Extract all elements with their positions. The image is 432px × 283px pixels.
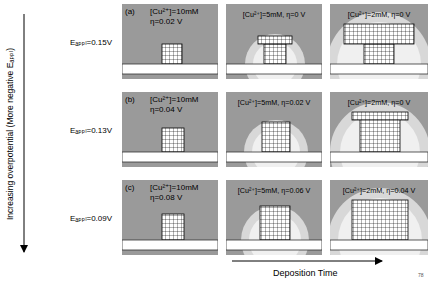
condition-text: [Cu²⁺]=10mM [150,183,198,193]
panel-letter: (a) [125,7,135,17]
deposition-panel: [Cu²⁺]=5mM, η=0 V [226,4,322,79]
overpotential-axis-label: Increasing overpotential (More negative … [5,9,15,259]
deposition-panel: [Cu²⁺]=5mM, η=0.06 V [226,180,322,255]
deposition-panel: [Cu²⁺]=5mM, η=0.02 V [226,92,322,167]
condition-text: [Cu²⁺]=5mM, η=0 V [226,10,322,20]
panel-letter: (c) [125,183,134,193]
condition-text: [Cu²⁺]=2mM, η=0 V [330,98,428,108]
deposition-panel: [Cu²⁺]=2mM, η=0 V [330,92,428,167]
deposition-panel: [Cu²⁺]=2mM, η=0.04 V [330,180,428,255]
potential-label: Eₐₚₚₗ=0.13V [70,126,112,136]
condition-text: η=0.02 V [150,17,182,27]
deposition-panel: [Cu²⁺]=10mMη=0.04 V [122,92,218,167]
condition-text: [Cu²⁺]=10mM [150,95,198,105]
deposition-panel: [Cu²⁺]=10mMη=0.02 V [122,4,218,79]
condition-text: η=0.04 V [150,105,182,115]
condition-text: [Cu²⁺]=2mM, η=0.04 V [330,186,428,196]
page-number: 78 [418,272,424,278]
condition-text: η=0.08 V [150,193,182,203]
condition-text: [Cu²⁺]=2mM, η=0 V [330,10,428,20]
deposition-panel: [Cu²⁺]=2mM, η=0 V [330,4,428,79]
time-axis-label: Deposition Time [273,268,338,278]
panel-letter: (b) [125,95,135,105]
potential-label: Eₐₚₚₗ=0.15V [70,38,112,48]
condition-text: [Cu²⁺]=10mM [150,7,198,17]
condition-text: [Cu²⁺]=5mM, η=0.02 V [226,98,322,108]
deposition-panel: [Cu²⁺]=10mMη=0.08 V [122,180,218,255]
potential-label: Eₐₚₚₗ=0.09V [70,214,112,224]
condition-text: [Cu²⁺]=5mM, η=0.06 V [226,186,322,196]
